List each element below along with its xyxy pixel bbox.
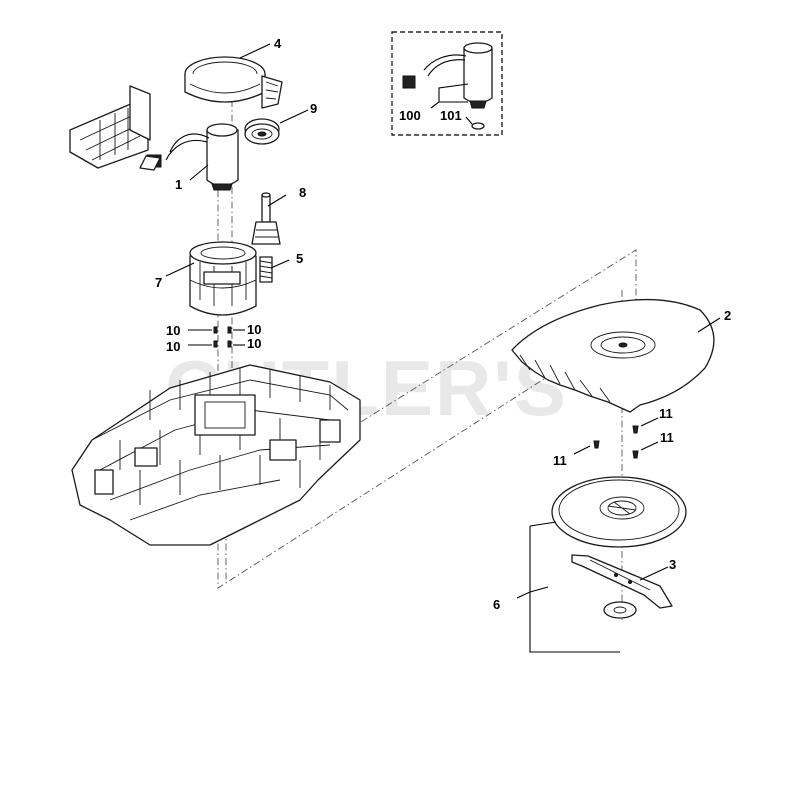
part-11-screws bbox=[593, 425, 639, 459]
part-10-screws bbox=[213, 326, 232, 348]
callout-10-bottom-left: 10 bbox=[166, 339, 180, 354]
part-8-shaft bbox=[251, 192, 281, 245]
part-2-deck bbox=[511, 298, 715, 413]
callout-9: 9 bbox=[310, 101, 317, 116]
part-6-disc bbox=[551, 476, 687, 548]
callout-11-right-bottom: 11 bbox=[660, 430, 674, 445]
callout-leaders bbox=[165, 43, 721, 653]
callout-100: 100 bbox=[399, 108, 421, 123]
callout-10-top-right: 10 bbox=[247, 322, 261, 337]
callout-101: 101 bbox=[440, 108, 462, 123]
callout-5: 5 bbox=[296, 251, 303, 266]
callout-4: 4 bbox=[274, 36, 282, 51]
callout-7: 7 bbox=[155, 275, 162, 290]
part-6-hub bbox=[603, 601, 637, 619]
part-100-101-motor bbox=[402, 42, 493, 130]
part-7-housing bbox=[189, 241, 257, 316]
circuit-bracket bbox=[69, 85, 151, 169]
part-4-ring bbox=[184, 56, 283, 109]
chassis-base bbox=[71, 364, 361, 546]
part-9-gear bbox=[244, 118, 280, 145]
part-3-blade bbox=[571, 554, 673, 609]
callout-3: 3 bbox=[669, 557, 676, 572]
inset-box bbox=[391, 31, 503, 136]
part-5-spring bbox=[259, 256, 273, 283]
part-1-motor bbox=[139, 123, 239, 191]
callout-6: 6 bbox=[493, 597, 500, 612]
callout-11-left: 11 bbox=[553, 453, 567, 468]
callout-2: 2 bbox=[724, 308, 731, 323]
callout-1: 1 bbox=[175, 177, 182, 192]
callout-8: 8 bbox=[299, 185, 306, 200]
callout-10-top-left: 10 bbox=[166, 323, 180, 338]
callout-10-bottom-right: 10 bbox=[247, 336, 261, 351]
callout-11-right-top: 11 bbox=[659, 406, 673, 421]
